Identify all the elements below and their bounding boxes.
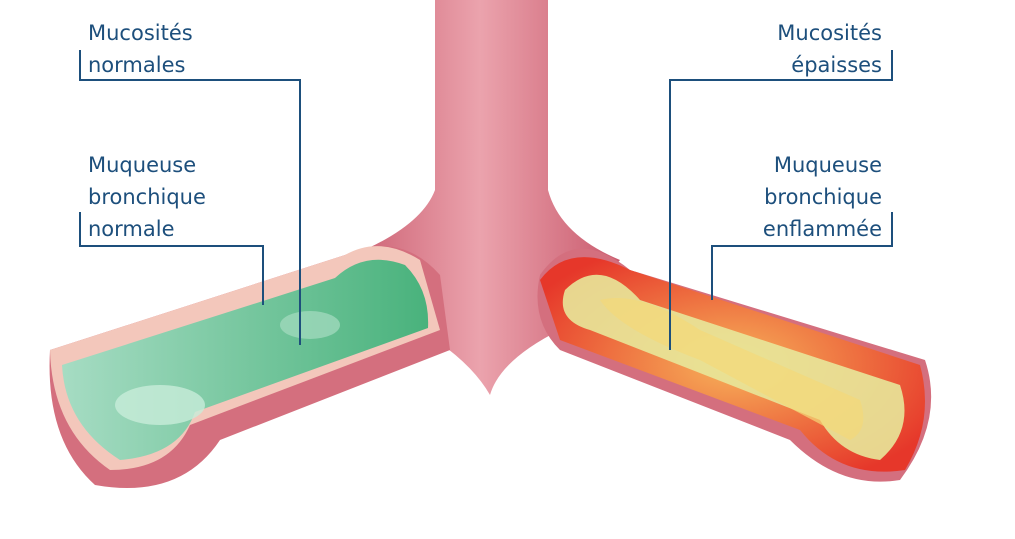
label-line: normale	[88, 217, 175, 241]
label-normal-mucus: Mucosités normales	[88, 17, 193, 81]
label-line: Mucosités	[88, 21, 193, 45]
leader-inflamed-mucosa	[711, 212, 893, 300]
right-bronchus-inflamed	[537, 248, 932, 482]
label-inflamed-mucosa: Muqueuse bronchique enflammée	[763, 149, 882, 245]
label-line: bronchique	[764, 185, 882, 209]
normal-mucus	[115, 385, 205, 425]
leader-lines	[79, 50, 893, 350]
left-bronchus-healthy	[49, 246, 451, 488]
label-thick-mucus: Mucosités épaisses	[777, 17, 882, 81]
leader-normal-mucus	[79, 50, 301, 345]
label-line: Muqueuse	[88, 153, 197, 177]
label-normal-mucosa: Muqueuse bronchique normale	[88, 149, 206, 245]
label-line: Mucosités	[777, 21, 882, 45]
leader-normal-mucosa	[79, 212, 264, 305]
label-line: normales	[88, 53, 186, 77]
label-line: enflammée	[762, 217, 882, 241]
label-line: bronchique	[88, 185, 206, 209]
label-line: épaisses	[791, 53, 882, 77]
leader-thick-mucus	[669, 50, 893, 350]
label-line: Muqueuse	[773, 153, 882, 177]
